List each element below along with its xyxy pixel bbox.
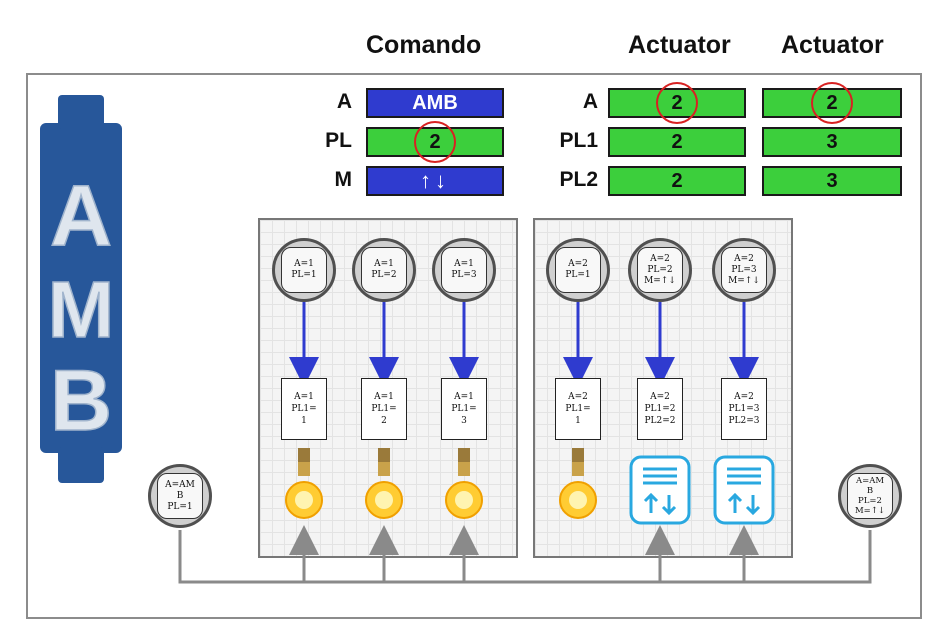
actuator1-cell-pl2: 2 xyxy=(608,166,746,196)
actuator-label-pl1: PL1 xyxy=(559,129,598,152)
shutter-icon xyxy=(713,455,775,525)
lightbulb-icon xyxy=(445,448,483,519)
actuator2-cell-pl1: 3 xyxy=(762,127,902,157)
actuator1-cell-pl1: 2 xyxy=(608,127,746,157)
highlight-ring-actuator2-a xyxy=(811,82,853,124)
highlight-ring-actuator1-a xyxy=(656,82,698,124)
header-actuator-1: Actuator xyxy=(628,31,731,59)
bus-line xyxy=(178,530,872,584)
lightbulb-icon xyxy=(365,448,403,519)
logo-letter-a: A xyxy=(50,168,112,264)
lightbulb-icon xyxy=(559,448,597,519)
comando-cell-a: AMB xyxy=(366,88,504,118)
amb-logo: A M B xyxy=(40,95,122,483)
header-comando: Comando xyxy=(366,31,482,59)
logo-letter-b: B xyxy=(50,353,112,449)
actuator-label-a: A xyxy=(582,90,598,113)
comando-label-pl: PL xyxy=(325,129,352,152)
comando-label-a: A xyxy=(336,90,352,113)
comando-label-m: M xyxy=(334,168,353,191)
actuator-label-pl2: PL2 xyxy=(559,168,598,191)
shutter-icon xyxy=(629,455,691,525)
lightbulb-icon xyxy=(285,448,323,519)
header-actuator-2: Actuator xyxy=(781,31,884,59)
comando-cell-m: ↑↓ xyxy=(366,166,504,196)
actuator2-cell-pl2: 3 xyxy=(762,166,902,196)
logo-letter-m: M xyxy=(48,265,115,354)
highlight-ring-comando-pl xyxy=(414,121,456,163)
